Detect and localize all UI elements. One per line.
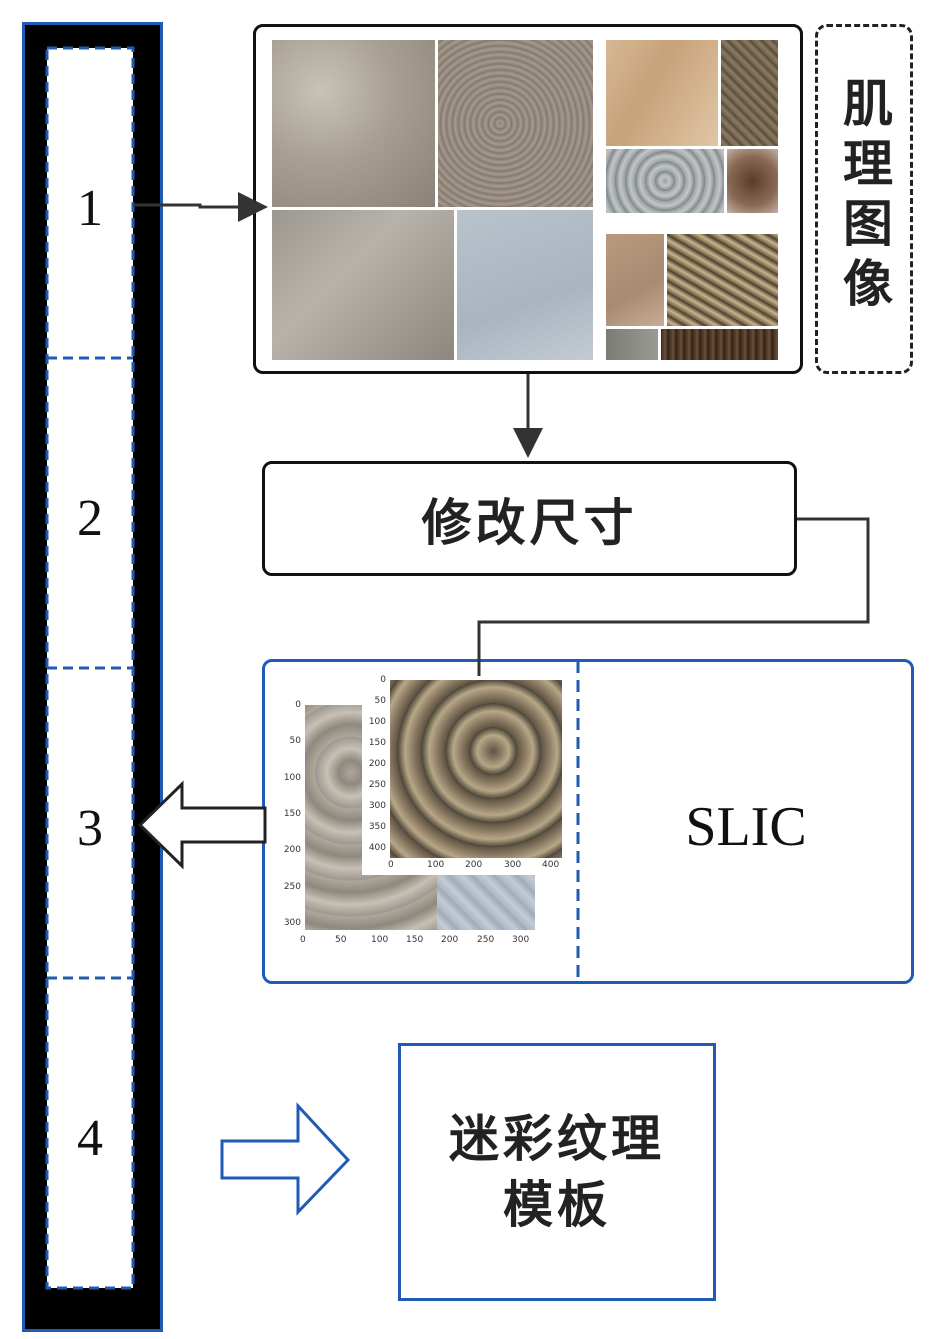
camo-template-box: 迷彩纹理 模板 xyxy=(398,1043,716,1301)
axis-tick-label: 0 xyxy=(295,700,301,710)
stage-3-label: 3 xyxy=(77,800,103,857)
axis-tick-label: 0 xyxy=(300,935,306,945)
connector-resize-to-slic xyxy=(477,517,870,676)
arrow-stage4-to-output xyxy=(220,1102,351,1216)
camo-plot-front xyxy=(390,680,562,858)
back-plot-x-ticks: 0 50 100 150 200 250 300 xyxy=(300,935,530,949)
texture-tile-stones xyxy=(606,149,724,213)
back-plot-y-ticks: 0 50 100 150 200 250 300 xyxy=(275,700,303,930)
stage-1-label: 1 xyxy=(77,180,103,237)
arrow-stage1-to-textures xyxy=(133,192,268,222)
texture-tile-gravel xyxy=(438,40,593,207)
axis-tick-label: 0 xyxy=(380,675,386,685)
axis-tick-label: 250 xyxy=(283,882,301,892)
stage-4-label: 4 xyxy=(77,1110,103,1167)
texture-tile-bark-strip xyxy=(661,329,778,360)
front-plot-x-ticks: 0 100 200 300 400 xyxy=(388,860,560,872)
axis-tick-label: 200 xyxy=(368,759,386,769)
front-plot-y-ticks: 0 50 100 150 200 250 300 350 400 xyxy=(366,675,388,855)
stage-2-label: 2 xyxy=(77,490,103,547)
axis-tick-label: 200 xyxy=(441,935,459,945)
camo-template-label-line2: 模板 xyxy=(503,1176,611,1234)
resize-step-label: 修改尺寸 xyxy=(421,493,638,552)
texture-tile-soil-1 xyxy=(272,40,435,207)
axis-tick-label: 150 xyxy=(368,738,386,748)
texture-tile-soil-2 xyxy=(272,210,454,360)
axis-tick-label: 300 xyxy=(283,918,301,928)
axis-tick-label: 0 xyxy=(388,860,394,870)
axis-tick-label: 100 xyxy=(283,773,301,783)
texture-tile-blue-grey xyxy=(457,210,593,360)
axis-tick-label: 200 xyxy=(465,860,483,870)
texture-images-panel xyxy=(253,24,803,374)
arrow-slic-to-stage3 xyxy=(137,780,267,870)
camo-plot-back-blue-patch xyxy=(437,870,535,930)
axis-tick-label: 50 xyxy=(335,935,347,945)
axis-tick-label: 100 xyxy=(371,935,389,945)
texture-tile-sandstone xyxy=(606,234,664,326)
axis-tick-label: 50 xyxy=(374,696,386,706)
resize-step-box: 修改尺寸 xyxy=(262,461,797,576)
axis-tick-label: 150 xyxy=(406,935,424,945)
axis-tick-label: 250 xyxy=(477,935,495,945)
axis-tick-label: 100 xyxy=(427,860,445,870)
axis-tick-label: 300 xyxy=(368,801,386,811)
axis-tick-label: 300 xyxy=(512,935,530,945)
texture-tile-dark-rock xyxy=(727,149,778,213)
texture-tile-sand xyxy=(606,40,718,146)
axis-tick-label: 300 xyxy=(504,860,522,870)
axis-tick-label: 400 xyxy=(368,843,386,853)
texture-tile-lichen-rock xyxy=(667,234,778,326)
slic-label: SLIC xyxy=(685,796,807,858)
axis-tick-label: 250 xyxy=(368,780,386,790)
axis-tick-label: 100 xyxy=(368,717,386,727)
axis-tick-label: 400 xyxy=(542,860,560,870)
texture-tile-pebbles xyxy=(721,40,778,146)
texture-images-label-box: 肌理图像 xyxy=(815,24,913,374)
axis-tick-label: 150 xyxy=(283,809,301,819)
camo-template-label-line1: 迷彩纹理 xyxy=(449,1110,665,1168)
texture-tile-grey-strip xyxy=(606,329,658,360)
axis-tick-label: 50 xyxy=(289,736,301,746)
axis-tick-label: 350 xyxy=(368,822,386,832)
axis-tick-label: 200 xyxy=(283,845,301,855)
texture-images-label: 肌理图像 xyxy=(835,77,893,317)
